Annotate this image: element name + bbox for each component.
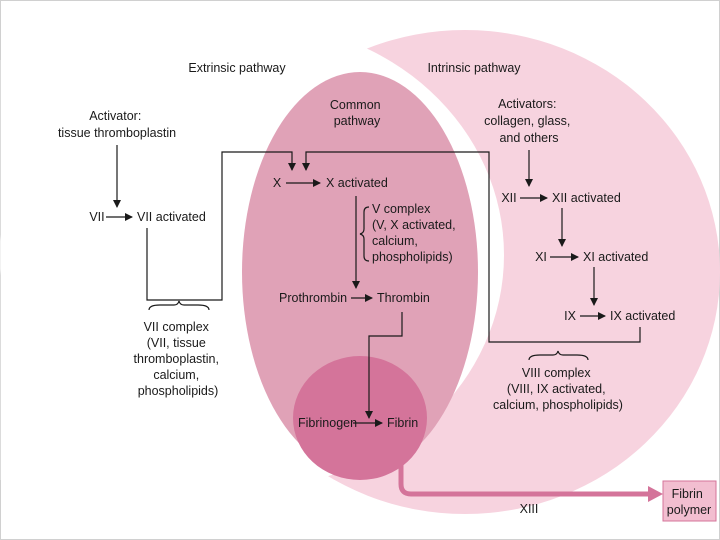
factor-xi: XI [535,250,547,264]
factor-xii: XII [501,191,516,205]
factor-xi-activated: XI activated [583,250,648,264]
factor-x-activated: X activated [326,176,388,190]
v-complex-brace [359,206,370,262]
factor-xiii: XIII [520,502,539,516]
vii-complex-label: VII complex (VII, tissue thromboplastin,… [134,320,223,398]
v-complex-label: V complex (V, X activated, calcium, phos… [372,202,459,264]
viii-complex-connector [302,151,641,343]
fibrin-polymer-arrow [398,434,650,497]
extrinsic-activator-label: Activator: tissue thromboplastin [58,109,176,140]
common-pathway-title: Common pathway [330,98,384,128]
prothrombin: Prothrombin [279,291,347,305]
thrombin: Thrombin [377,291,430,305]
fibrin-polymer-arrowhead [648,486,663,502]
factor-xii-activated: XII activated [552,191,621,205]
factor-vii: VII [89,210,104,224]
fibrin-polymer-box [662,480,717,522]
vii-complex-brace [148,300,210,311]
factor-ix-activated: IX activated [610,309,675,323]
factor-vii-activated: VII activated [137,210,206,224]
viii-complex-label: VIII complex (VIII, IX activated, calciu… [493,366,623,412]
fibrin-polymer-label: Fibrin polymer [667,487,711,517]
vii-complex-connector [146,151,296,301]
fibrinogen: Fibrinogen [298,416,357,430]
factor-ix: IX [564,309,576,323]
thrombin-to-fibrin-arrow [365,312,403,419]
factor-x: X [273,176,282,190]
fibrin-region [293,356,427,480]
viii-complex-brace [528,350,589,361]
intrinsic-activators-label: Activators: collagen, glass, and others [484,97,574,145]
intrinsic-pathway-title: Intrinsic pathway [427,61,521,75]
common-region [242,72,478,472]
fibrin: Fibrin [387,416,418,430]
extrinsic-pathway-title: Extrinsic pathway [188,61,286,75]
